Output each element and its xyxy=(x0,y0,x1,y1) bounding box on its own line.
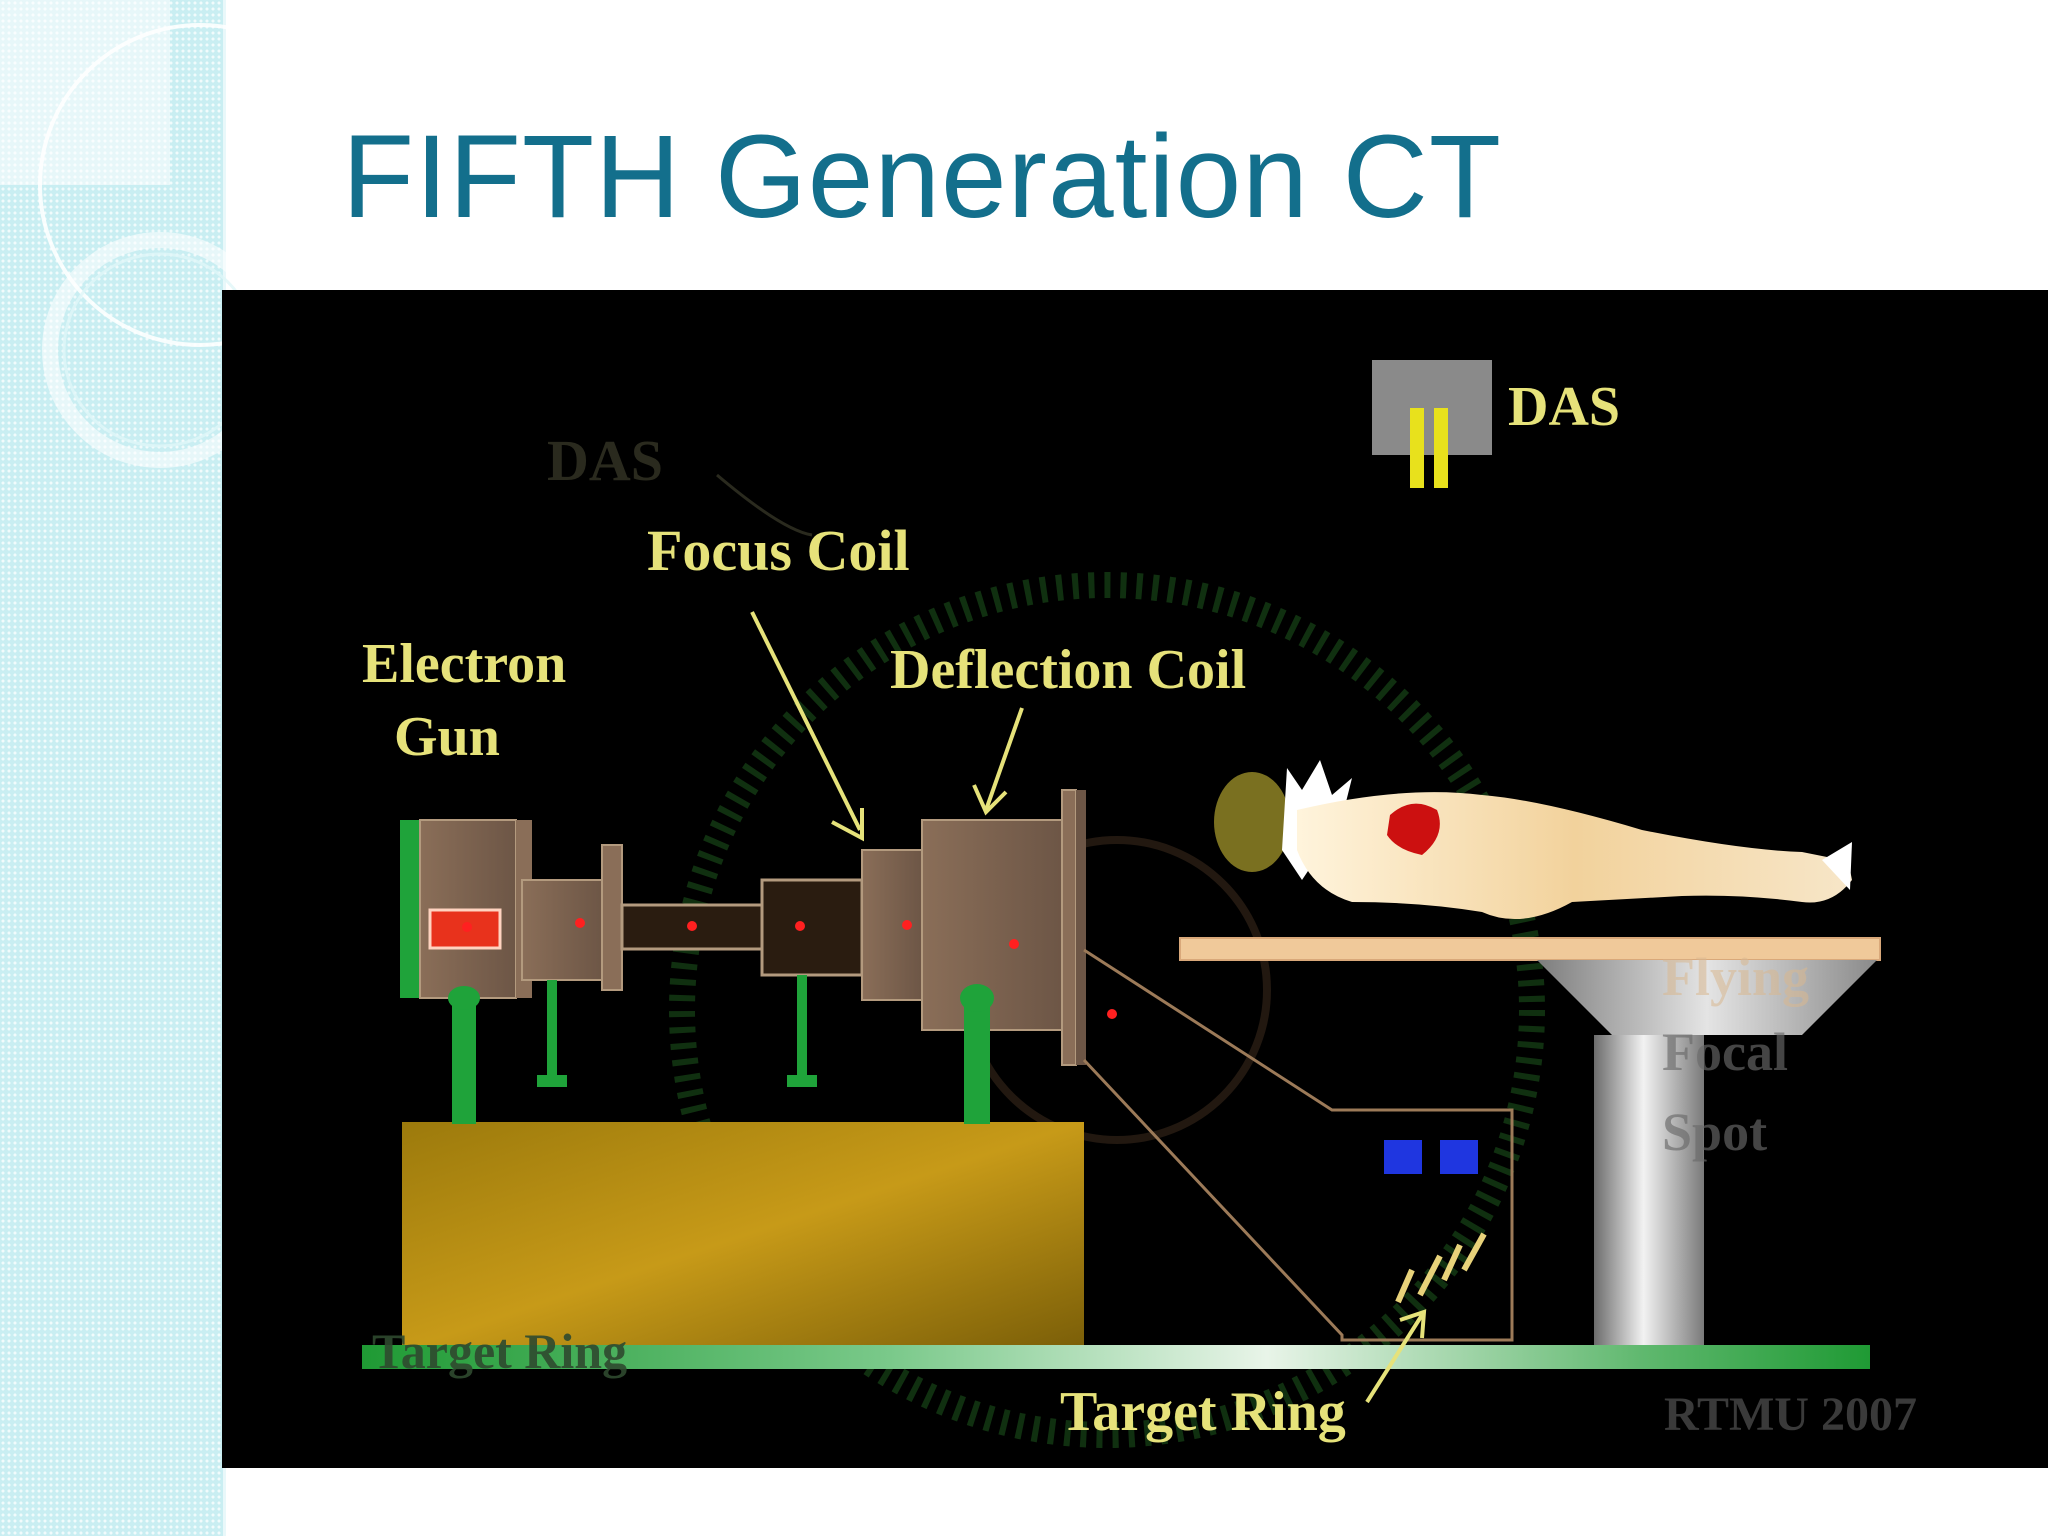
electron-gun-label-line1: Electron xyxy=(362,633,566,695)
target-ring-label: Target Ring xyxy=(1060,1381,1346,1443)
patient-heart xyxy=(1387,803,1440,855)
target-ring-ghost-label: Target Ring xyxy=(372,1323,627,1379)
patient-table-top xyxy=(1179,937,1881,961)
beam-tube-2 xyxy=(760,878,864,977)
beam-dot xyxy=(575,918,585,928)
beam-dot xyxy=(462,922,472,932)
beam-dot xyxy=(687,921,697,931)
vacuum-envelope xyxy=(1082,948,1514,1342)
table-pillar xyxy=(1594,1035,1704,1345)
das-unit xyxy=(1372,360,1492,455)
electron-gun-label-line2: Gun xyxy=(394,706,500,768)
focus-coil-body xyxy=(521,879,603,981)
deflection-coil-flange-2 xyxy=(1076,790,1086,1065)
beam-dot xyxy=(1107,1009,1117,1019)
detector-block xyxy=(1384,1140,1422,1174)
focus-coil-arrow xyxy=(750,611,862,831)
focal-spot-ghost-line2: Focal xyxy=(1662,1022,1788,1082)
das-ghost-label: DAS xyxy=(547,428,663,493)
beam-dot xyxy=(1009,939,1019,949)
machine-base xyxy=(402,1122,1084,1350)
deflection-support xyxy=(964,1000,990,1124)
ct-diagram: DAS DAS Focus Coil Electron Gun Deflecti… xyxy=(222,290,2048,1468)
focal-spot-ghost-line1: Flying xyxy=(1662,947,1809,1007)
target-ring-bar xyxy=(362,1345,1870,1369)
gantry-ring-ghost xyxy=(669,572,1545,1448)
decor-circles xyxy=(38,23,240,468)
detector-block xyxy=(1440,1140,1478,1174)
cathode-emitter xyxy=(428,908,502,950)
das-connector-right xyxy=(1434,408,1448,488)
deflection-coil-arrow xyxy=(984,707,1024,811)
patient-head xyxy=(1214,772,1290,872)
deflection-coil-front xyxy=(861,849,923,1001)
beam-dot xyxy=(795,921,805,931)
deflection-coil-flange xyxy=(1061,789,1077,1066)
gun-support xyxy=(452,998,476,1124)
target-ring-arrow xyxy=(1365,1313,1424,1404)
focus-coil-flange xyxy=(601,844,623,991)
das-connector-left xyxy=(1410,408,1424,488)
decor-square xyxy=(0,0,170,185)
gun-front-plate xyxy=(400,820,422,998)
credit-label: RTMU 2007 xyxy=(1664,1388,1917,1441)
beam-dot xyxy=(902,920,912,930)
deflection-coil-label: Deflection Coil xyxy=(890,639,1246,701)
das-label: DAS xyxy=(1508,376,1620,438)
focal-spot-ghost-line3: Spot xyxy=(1662,1102,1767,1162)
patient-body xyxy=(1297,792,1852,920)
table-funnel xyxy=(1537,960,1877,1035)
slide-title: FIFTH Generation CT xyxy=(342,111,1502,243)
focus-coil-label: Focus Coil xyxy=(647,518,910,583)
